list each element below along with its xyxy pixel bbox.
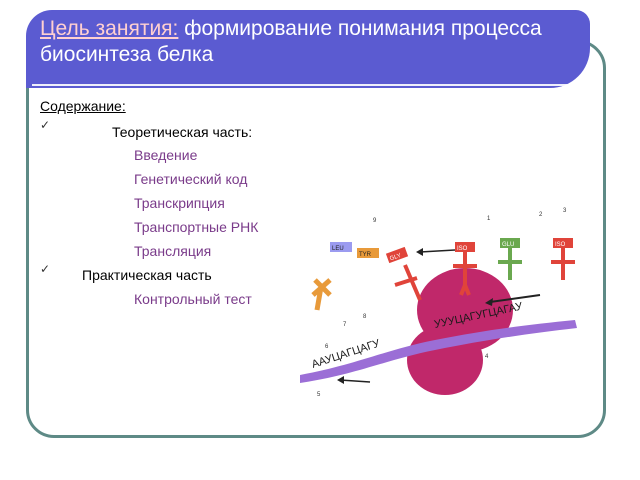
aa-label: TYR [359,252,372,258]
label-number: 8 [363,314,367,320]
subitem-translation: Трансляция [134,243,212,259]
label-number: 6 [325,344,329,350]
peptide-chain: LEU TYR GLY [330,242,409,264]
label-number: 9 [373,218,377,224]
aa-label: LEU [332,246,344,252]
contents-heading: Содержание: [40,98,126,114]
theory-label: Теоретическая часть: [112,124,253,140]
title-underline [32,84,568,86]
trna-red-2: ISO [551,238,575,280]
subitem-trna: Транспортные РНК [134,219,259,235]
arrow-left [339,379,371,383]
mrna-strand [300,320,577,383]
subitem-test: Контрольный тест [134,291,252,307]
aa-label: GLY [389,253,402,263]
arrow-right [489,294,541,303]
arrow-top [419,249,456,253]
label-number: 4 [485,354,489,360]
trna-red-1: ISO [453,242,477,296]
arrow-head-top [416,248,423,256]
label-number: 7 [343,322,347,328]
subitem-transcription: Транскрипция [134,195,225,211]
trna-free [311,278,332,311]
label-number: 5 [317,392,321,398]
label-number: 1 [487,216,491,222]
arrow-head-right [485,298,493,306]
label-number: 3 [563,208,567,214]
aa-label: GLU [502,242,514,248]
slide-title: Цель занятия: формирование понимания про… [40,16,580,68]
trna-green: GLU [498,238,522,280]
subitem-intro: Введение [134,147,198,163]
trna-bound [394,264,422,301]
subitem-genetic-code: Генетический код [134,171,248,187]
aa-label: ISO [457,246,468,252]
title-rest: формирование понимания процесса биосинте… [40,17,542,66]
check-icon: ✓ [40,118,51,132]
label-number: 2 [539,212,543,218]
arrow-head-left [337,376,344,384]
check-icon: ✓ [40,262,51,276]
title-prefix: Цель занятия: [40,17,179,40]
translation-diagram: УУУЦАГУГЦАГАУ ААУЦАГЦАГУ ISO GLU ISO LEU… [300,208,577,398]
title-bar: Цель занятия: формирование понимания про… [26,10,590,88]
practice-label: Практическая часть [82,267,212,283]
aa-label: ISO [555,242,566,248]
